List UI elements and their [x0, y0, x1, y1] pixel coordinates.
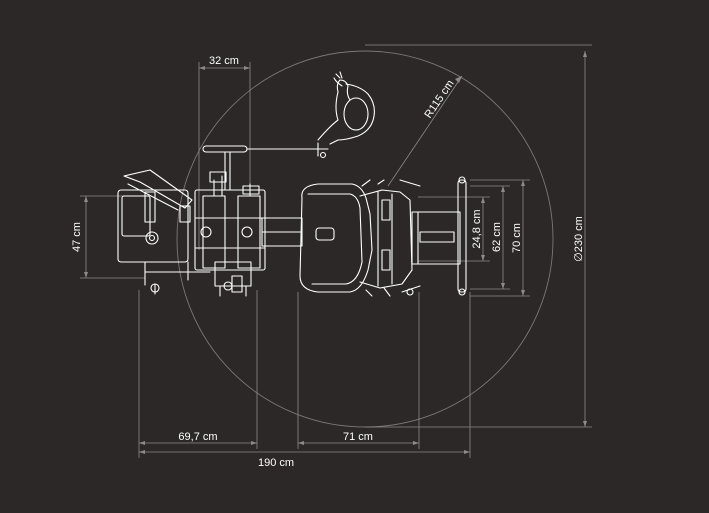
top-arm — [202, 142, 329, 191]
label-190-cm: 190 cm — [258, 457, 294, 469]
dimension-lines — [80, 44, 592, 458]
dim-radius-line — [387, 75, 463, 187]
carriage — [299, 179, 421, 297]
person-figure — [317, 71, 375, 145]
label-69-7-cm: 69,7 cm — [178, 431, 217, 443]
dimension-arrows — [84, 51, 587, 454]
center-mechanism — [194, 171, 266, 297]
label-71-cm: 71 cm — [343, 431, 373, 443]
label-62-cm: 62 cm — [491, 222, 503, 252]
label-24-8-cm: 24,8 cm — [471, 209, 483, 248]
rail — [261, 217, 303, 247]
left-frame — [117, 169, 233, 295]
label-32-cm: 32 cm — [209, 55, 239, 67]
dimension-labels: 32 cm R115 cm 47 cm 24,8 cm 62 cm 70 cm … — [71, 55, 585, 469]
label-diameter: ∅230 cm — [573, 216, 585, 262]
machine-drawing — [117, 71, 467, 297]
foot-bar — [411, 176, 467, 296]
label-47-cm: 47 cm — [71, 222, 83, 252]
label-70-cm: 70 cm — [511, 223, 523, 253]
